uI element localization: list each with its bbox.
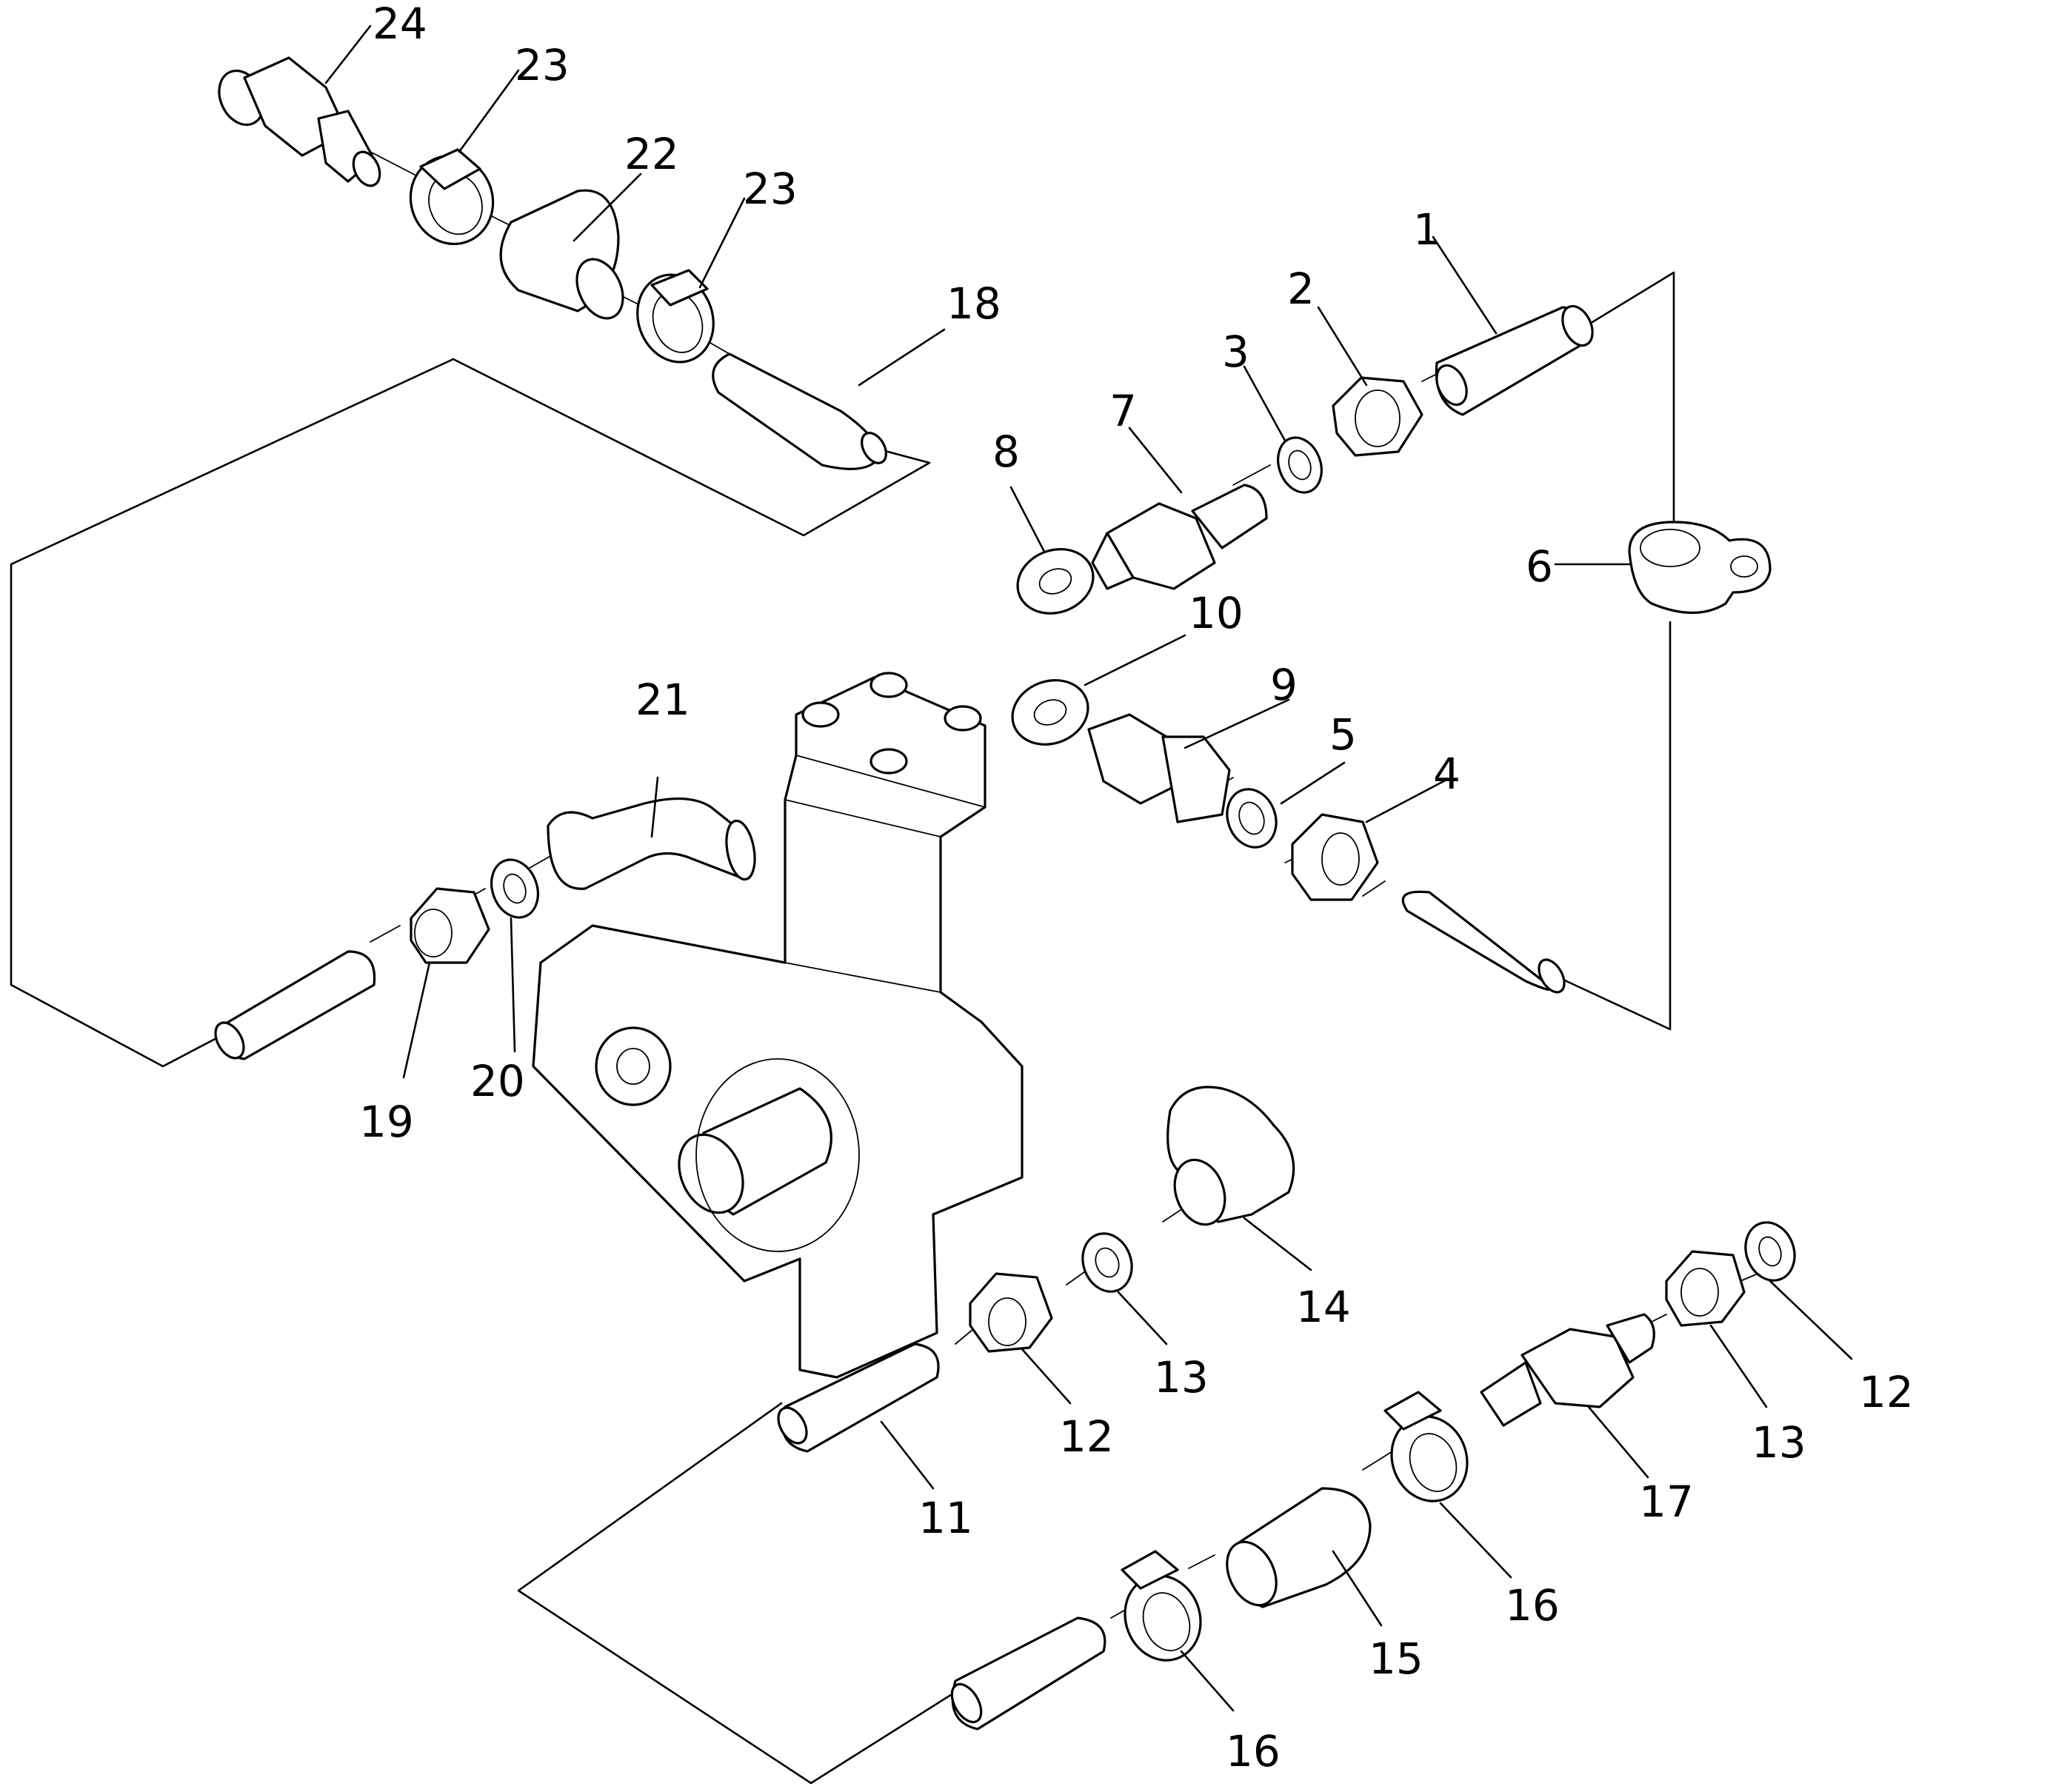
callout-16-b: 16 (1226, 1726, 1281, 1776)
part-23-clamp-upper (409, 148, 495, 246)
part-17-union (1480, 1313, 1655, 1427)
callout-21: 21 (635, 675, 690, 725)
callout-9: 9 (1270, 660, 1298, 710)
part-4-nut (1291, 813, 1379, 901)
part-9-union (1087, 713, 1231, 823)
part-12-nut-a (969, 1272, 1053, 1353)
callout-13-b: 13 (1752, 1417, 1806, 1468)
callout-13-a: 13 (1154, 1352, 1209, 1402)
callout-10: 10 (1189, 588, 1244, 638)
part-1-pipe (1435, 304, 1594, 416)
part-12-nut-b (1744, 1221, 1796, 1282)
part-16-pipe (950, 1617, 1106, 1731)
part-24-fitting (218, 56, 381, 187)
callout-19: 19 (359, 1097, 414, 1147)
part-6-clip (1628, 521, 1772, 614)
callout-12-a: 12 (1059, 1411, 1114, 1462)
callout-12-b: 12 (1859, 1367, 1914, 1417)
part-13-nut-b (1665, 1250, 1746, 1327)
part-18-pipe (712, 352, 887, 470)
air-compressor-assembly (532, 672, 1024, 1379)
callout-15: 15 (1369, 1634, 1423, 1684)
part-3-washer (1277, 436, 1323, 494)
part-21-elbow-hose (547, 798, 756, 890)
callout-8: 8 (992, 427, 1020, 477)
part-2-nut (1332, 376, 1423, 457)
part-8-washer (1016, 548, 1095, 615)
part-22-hose (499, 189, 624, 320)
callout-24: 24 (373, 0, 427, 49)
callout-14: 14 (1296, 1282, 1351, 1332)
part-20-washer (490, 858, 539, 919)
part-16-clamp-upper (1383, 1391, 1469, 1502)
callout-17: 17 (1639, 1477, 1694, 1527)
part-10-washer (1011, 679, 1089, 746)
callout-11: 11 (918, 1493, 973, 1543)
part-13-washer-a (1081, 1232, 1133, 1293)
callout-labels: 24 23 22 23 18 1 2 3 7 8 6 10 9 5 4 21 2… (359, 0, 1914, 1776)
leader-lines (324, 24, 1853, 1712)
part-23-clamp-lower (636, 269, 715, 364)
callout-22: 22 (624, 129, 679, 179)
callout-1: 1 (1413, 204, 1441, 255)
part-19-pipe (214, 950, 376, 1060)
part-7-union (1091, 484, 1268, 590)
part-4-pipe (1401, 890, 1566, 994)
part-19-nut (410, 887, 490, 964)
callout-20: 20 (470, 1056, 525, 1106)
callout-16-a: 16 (1505, 1580, 1560, 1631)
callout-18: 18 (947, 278, 1001, 329)
callout-2: 2 (1287, 264, 1315, 314)
callout-23-upper: 23 (515, 40, 570, 90)
callout-3: 3 (1222, 327, 1249, 377)
part-14-elbow (1166, 1086, 1295, 1226)
part-11-pipe (777, 1343, 940, 1453)
callout-5: 5 (1329, 709, 1357, 760)
callout-4: 4 (1433, 749, 1461, 799)
part-15-hose (1226, 1487, 1372, 1608)
part-5-washer (1226, 788, 1278, 849)
callout-7: 7 (1109, 386, 1137, 436)
part-16-clamp-lower (1121, 1550, 1202, 1662)
callout-23-lower: 23 (743, 164, 798, 214)
callout-6: 6 (1526, 541, 1553, 592)
